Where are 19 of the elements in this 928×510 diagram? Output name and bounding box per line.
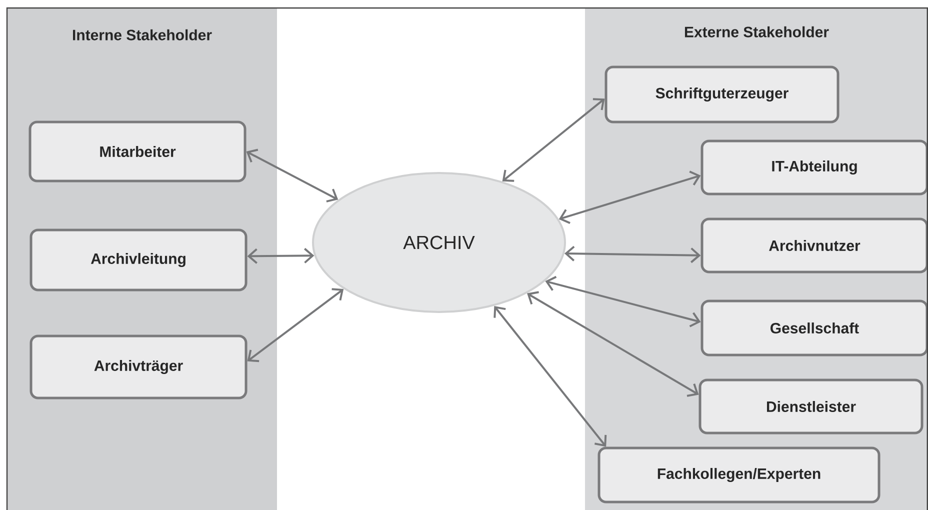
stakeholder-box: Dienstleister: [698, 378, 924, 434]
arrow: [502, 98, 605, 182]
arrow: [247, 248, 314, 264]
arrow: [247, 288, 344, 362]
stakeholder-box: Archivträger: [30, 334, 248, 400]
stakeholder-box: Mitarbeiter: [28, 120, 246, 182]
arrow: [246, 148, 338, 202]
stakeholder-box: Archivnutzer: [700, 218, 928, 274]
stakeholder-box: IT-Abteilung: [700, 140, 928, 196]
stakeholder-box: Fachkollegen/Experten: [598, 446, 880, 504]
stakeholder-box: Schriftguterzeuger: [604, 66, 840, 124]
arrow: [564, 246, 701, 264]
stakeholder-box: Gesellschaft: [700, 300, 928, 356]
arrow: [494, 306, 607, 447]
arrow: [558, 170, 701, 224]
node-label: Interne Stakeholder: [72, 29, 212, 40]
arrow: [545, 276, 701, 328]
arrow: [527, 291, 699, 397]
stakeholder-box: Archivleitung: [30, 228, 248, 292]
